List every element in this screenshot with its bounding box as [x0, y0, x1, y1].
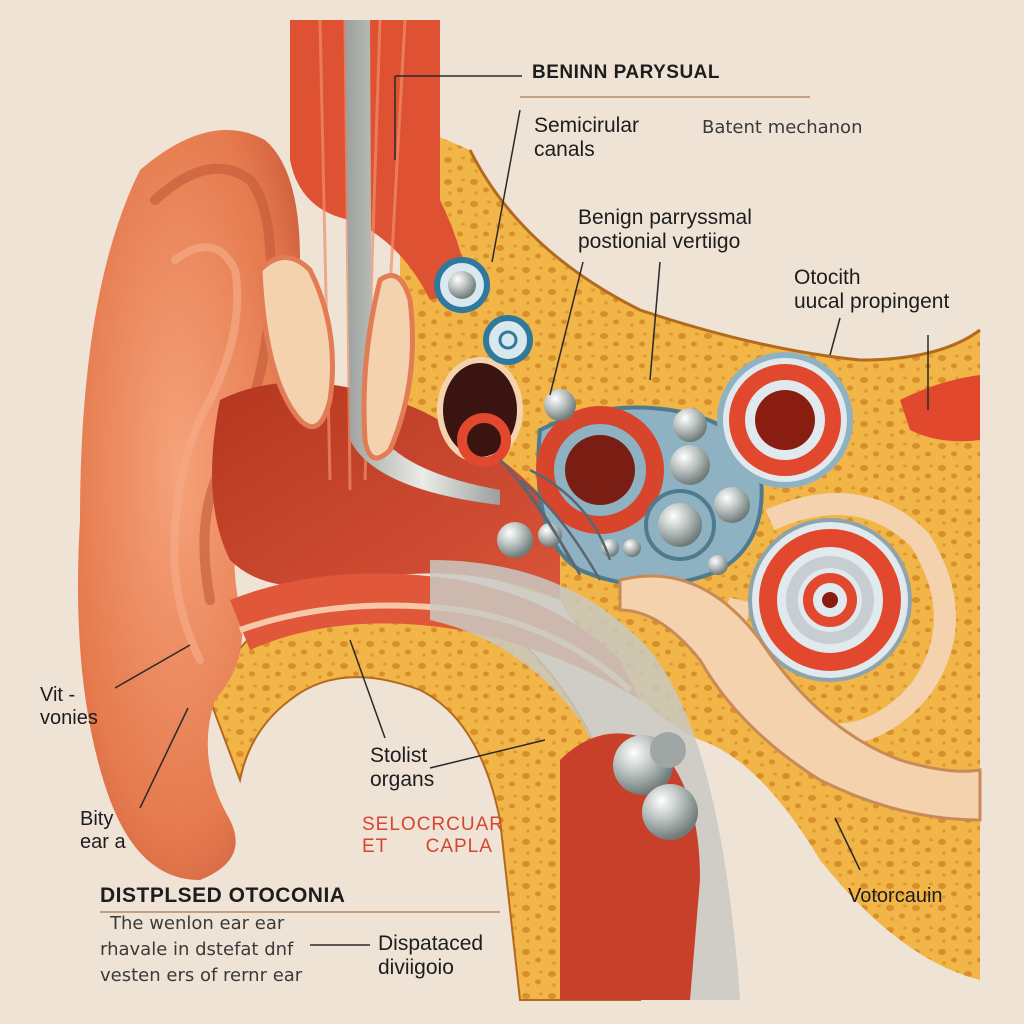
nerve-fibers [499, 459, 612, 581]
blue-node-top-ball [448, 271, 476, 299]
benign-vertigo-label: Benign parryssmal postionial vertiigo [578, 206, 752, 254]
otoconia-ball [708, 555, 728, 575]
vertical-column [290, 20, 470, 300]
left-cartilage-lobe [257, 255, 335, 430]
cochlea-core [822, 592, 838, 608]
dispataced-label: Dispataced diviigoio [378, 932, 484, 980]
otoconia-ball [714, 487, 750, 523]
center-cartilage-lobe [361, 273, 415, 461]
ear-canal [212, 382, 560, 600]
semicircular-canals-label: Semicirular canals [534, 114, 640, 162]
otolith-ball [650, 732, 686, 768]
otocith-label: Otocith uucal propingent [794, 266, 950, 314]
description-line-3: vesten ers of rernr ear [100, 965, 303, 986]
upper-right-canal-coil [729, 364, 841, 476]
selocrcuar-label: SELOCRCUAR ET CAPLA [362, 814, 504, 857]
otoconia-ball [658, 503, 702, 547]
upper-right-canal-core [755, 390, 815, 450]
semicircular-canal-inner [565, 435, 635, 505]
outer-ear [78, 130, 301, 880]
otoconia-ball [601, 539, 619, 557]
description-line-1: The wenlon ear ear [110, 913, 285, 934]
blue-spiral-node-core [498, 330, 518, 350]
otoconia-ball [538, 523, 562, 547]
description-line-2: rhavale in dstefat dnf [100, 939, 294, 960]
nerve-column [345, 20, 500, 505]
votorcauin-label: Votorcauin [848, 885, 943, 907]
semicircular-canal-ring [536, 406, 664, 534]
vertical-column-stripe [318, 19, 407, 491]
otoconia-ball [497, 522, 533, 558]
inner-canal-coil [457, 413, 511, 467]
cochlea-ring-2 [759, 529, 901, 671]
ear-inner-fold [170, 243, 242, 664]
stolist-organs-label: Stolist organs [370, 744, 435, 792]
right-channel [618, 574, 982, 822]
vit-vonies-label: Vit - vonies [40, 684, 98, 729]
bity-ear-label: Bity ear a [80, 808, 126, 853]
cochlea-ring-4 [803, 573, 857, 627]
otoconia-ball [670, 445, 710, 485]
cochlea-ring-3 [786, 556, 874, 644]
leader-lines [100, 75, 929, 946]
otoconia-ball [623, 539, 641, 557]
otoconia-ball [673, 408, 707, 442]
title-label: BENINN PARYSUAL [532, 62, 721, 83]
batent-mechanon-label: Batent mechanon [702, 117, 863, 138]
displaced-otoconia-title: DISTPLSED OTOCONIA [100, 884, 346, 907]
otoconia-ball [544, 389, 576, 421]
bone-outline [468, 149, 981, 362]
right-vessel [900, 375, 980, 442]
blue-spiral-node [483, 315, 533, 365]
otolith-ball [642, 784, 698, 840]
